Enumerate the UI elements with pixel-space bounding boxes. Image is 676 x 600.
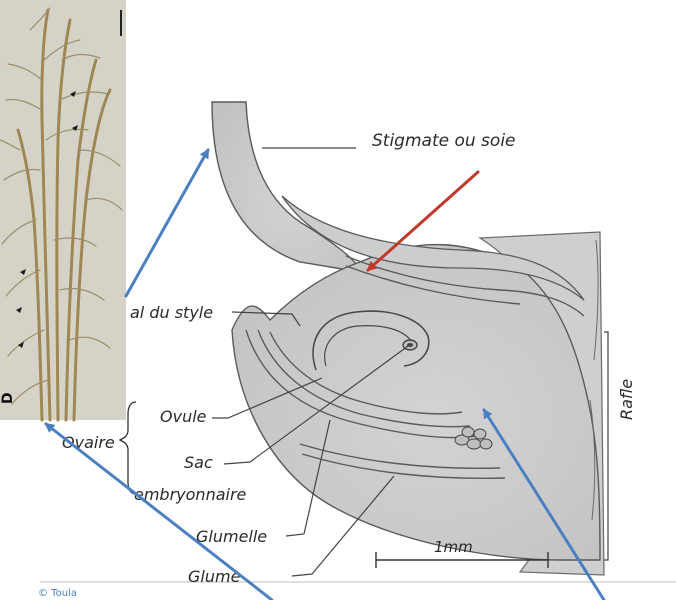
arrow-photo-to-stigmate bbox=[126, 150, 208, 296]
label-glumelle: Glumelle bbox=[196, 527, 267, 546]
floret-cross-section bbox=[40, 102, 676, 582]
label-stigmate: Stigmate ou soie bbox=[372, 131, 516, 151]
scale-label: 1mm bbox=[434, 538, 473, 556]
label-embryonnaire: embryonnaire bbox=[134, 485, 247, 504]
photo-panel-letter: D bbox=[0, 392, 16, 404]
label-canal-style: al du style bbox=[130, 303, 213, 322]
silk-photo: D bbox=[0, 0, 126, 420]
label-ovule: Ovule bbox=[160, 407, 207, 426]
credit-text: © Toula bbox=[38, 588, 77, 599]
arrow-bottom-to-photo bbox=[46, 424, 272, 600]
label-sac: Sac bbox=[184, 453, 213, 472]
label-rafle: Rafle bbox=[617, 379, 636, 420]
